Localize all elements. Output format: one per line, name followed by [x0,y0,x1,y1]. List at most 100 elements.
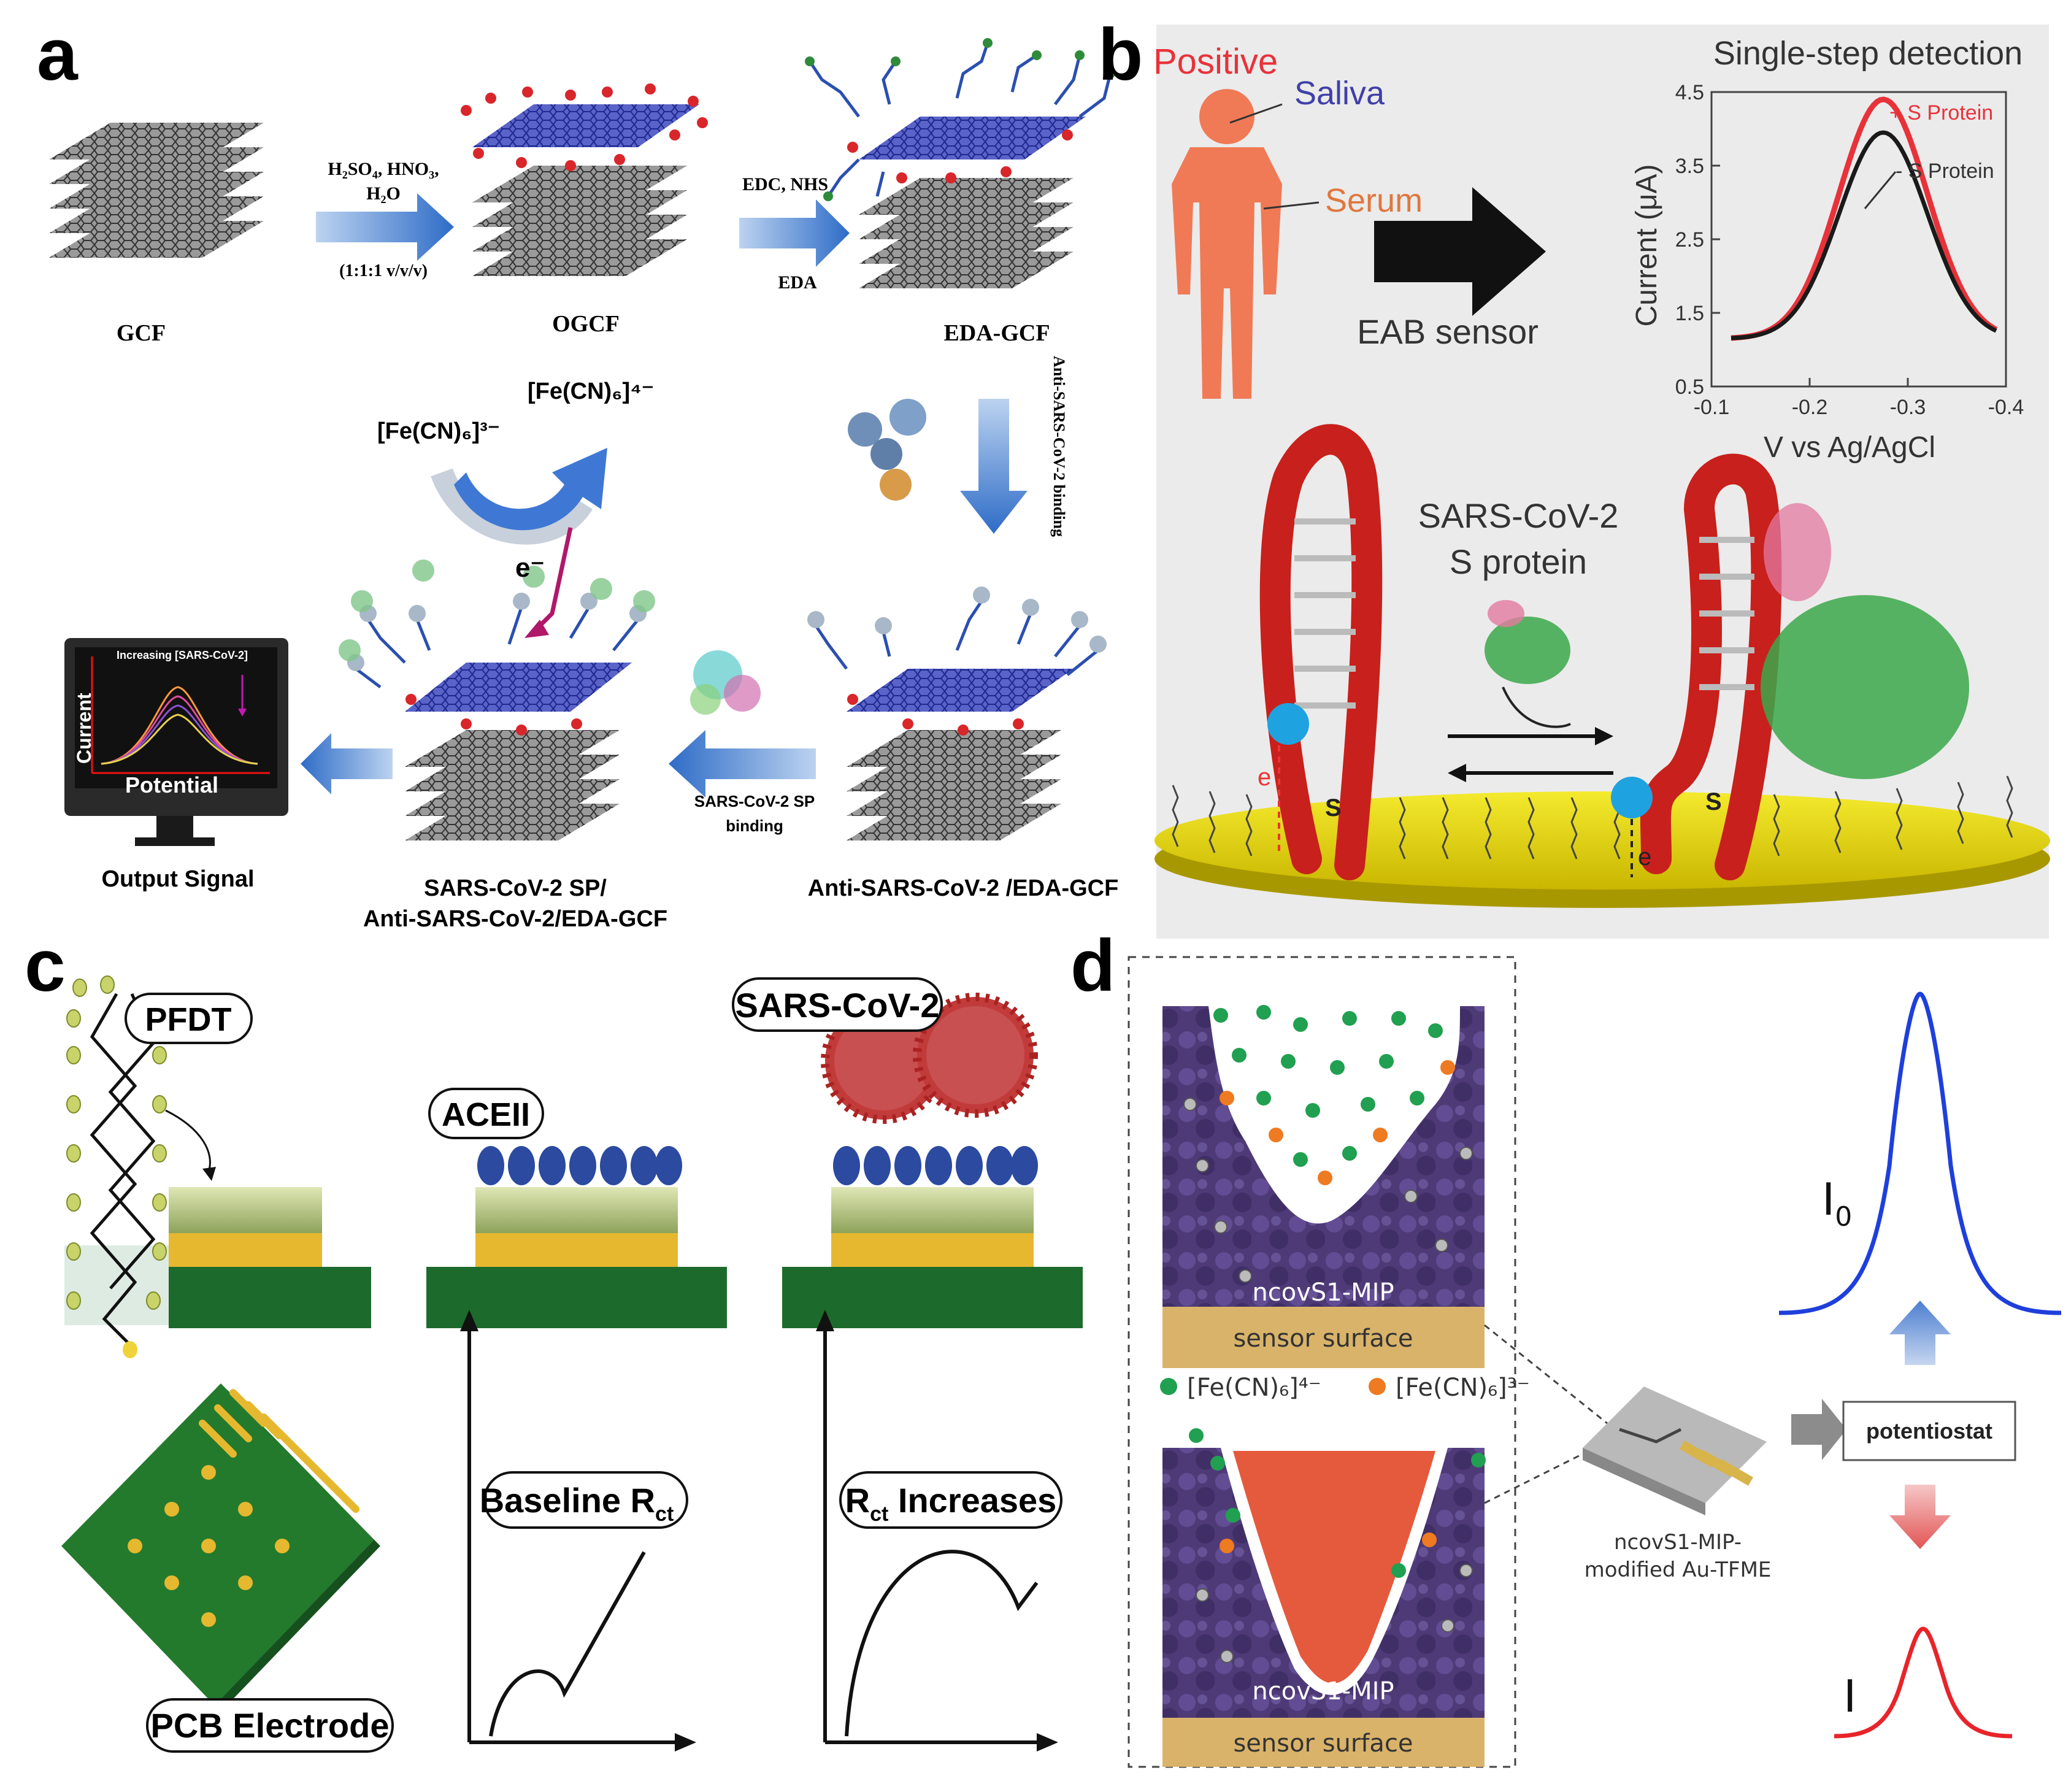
panel-d: d ncovS1-MIP sensor surface [Fe(CN)₆]⁴⁻ … [1070,925,2062,1768]
nyquist-increase-plot [816,1310,1058,1752]
x-tick-label: -0.1 [1694,396,1730,419]
gold-pad-2 [475,1233,678,1267]
pfdt-layer-3 [831,1187,1034,1233]
aceii-label: ACEII [442,1096,530,1133]
potentiostat-box [1842,1401,2016,1461]
surface-top-label: sensor surface [1233,1325,1413,1353]
monitor-xlabel: Potential [125,772,218,798]
eab-arrow [1374,187,1546,316]
arrow-eda-coupling [739,199,850,267]
electron-label-a: e⁻ [515,553,545,583]
mip-bottom-label: ncovS1-MIP [1252,1677,1394,1705]
antibody-icon [848,399,926,501]
baseline-label-box [483,1471,688,1529]
anti-sars-label: Anti-SARS-CoV-2 /EDA-GCF [808,875,1119,901]
monitor-ylabel: Current [73,693,95,764]
panel-a: a GCF H₂SO₄, HNO₃, H₂O (1:1:1 v/v/v) [37,13,1118,932]
arrow-sp-binding [669,730,816,798]
pcb-electrode-icon [61,1383,380,1712]
sars-label: SARS-CoV-2 [736,986,940,1025]
eda-gcf-label: EDA-GCF [943,320,1050,346]
nyquist-baseline-plot [460,1310,696,1752]
increases-label: Rct Increases [845,1481,1057,1526]
ratio-label: (1:1:1 v/v/v) [339,261,428,280]
aptamer-unbound [1259,424,1383,880]
x-tick-label: -0.4 [1988,396,2024,419]
aptamer-bound [1611,453,1969,880]
gcf-label: GCF [117,320,166,346]
arrow-output [301,733,393,794]
au-tfme-chip-icon [1583,1386,1767,1515]
ogcf-label: OGCF [552,311,620,337]
y-tick-label: 2.5 [1675,228,1704,252]
fe3-legend-label: [Fe(CN)₆]³⁻ [1396,1374,1530,1402]
x-tick-label: -0.3 [1890,396,1926,419]
serum-label: Serum [1325,182,1423,219]
edc-nhs-label: EDC, NHS [742,174,828,194]
fe4-legend-dot [1160,1378,1177,1395]
y-tick-label: 0.5 [1675,375,1704,399]
redox-cycle-arrow [454,448,607,531]
chip-label-2: modified Au-TFME [1585,1558,1772,1582]
s-protein-icon [1485,600,1570,684]
antibody-binding-label: Anti-SARS-CoV-2 binding [1050,356,1068,537]
panel-c: c PFDT ACEII [25,925,1083,1753]
saliva-label: Saliva [1294,75,1385,112]
pcb-base-2 [426,1267,727,1328]
template-sites-bottom [1196,1564,1473,1663]
series-line-minus-s-protein [1731,130,1997,340]
sensor-surface-bottom [1162,1718,1485,1767]
pfdt-layer-2 [475,1187,678,1233]
panel-c-letter: c [25,925,66,1007]
bound-target-protein [1233,1451,1435,1683]
pcb-base-3 [782,1267,1083,1328]
x-tick-label: -0.2 [1792,396,1828,419]
sars-protein-label-2: S protein [1450,542,1587,581]
electron-label-b: e [1258,764,1271,791]
electron-label-b2: e [1638,844,1651,871]
y-tick-label: 3.5 [1675,155,1704,178]
chart-xlabel: V vs Ag/AgCl [1764,431,1935,464]
aceii-label-box [428,1088,544,1139]
chart-title: Single-step detection [1713,35,2023,72]
potentiostat-label: potentiostat [1866,1418,1992,1444]
baseline-label: Baseline Rct [480,1481,674,1526]
peak-current-reduced [1834,1626,2013,1739]
fluorine-atoms [66,975,167,1310]
panel-b-letter: b [1098,13,1143,96]
gold-pad-3 [831,1233,1034,1267]
fe3-ions-bottom [1220,1532,1437,1553]
eda-reagent-label: EDA [778,272,817,293]
pfdt-layer-1 [169,1187,322,1233]
arrow-acid-treatment [316,193,454,261]
i-label: I [1843,1671,1856,1722]
chart-ylabel: Current (μA) [1631,164,1663,326]
pcb-base-1 [169,1267,371,1328]
chip-label-1: ncovS1-MIP- [1614,1530,1742,1555]
mip-top-label: ncovS1-MIP [1252,1279,1394,1307]
peak-current-initial [1778,991,2062,1315]
mip-zoom-box [1128,956,1516,1768]
y-tick-label: 4.5 [1675,81,1704,104]
sars-label-box [732,977,943,1032]
gold-pad-1 [169,1233,322,1267]
i0-label: I0 [1822,1174,1852,1232]
positive-label: Positive [1153,42,1278,82]
complex-label-1: SARS-CoV-2 SP/ [424,875,607,901]
sars-virions-icon [821,993,1038,1124]
pfdt-label: PFDT [145,1001,232,1038]
fe4-legend-label: [Fe(CN)₆]⁴⁻ [1187,1374,1321,1402]
eab-sensor-label: EAB sensor [1357,312,1539,351]
increases-label-box [839,1471,1062,1529]
anti-sars-stack [807,586,1107,840]
water-label: H₂O [366,183,401,204]
legend-minus-label: - S Protein [1896,160,1994,183]
acid-reagents-label: H₂SO₄, HNO₃, [328,159,439,179]
human-figure-icon [1172,89,1282,399]
redox-cycle-shadow [431,467,593,545]
voltammogram-chart: 0.51.52.53.54.5-0.1-0.2-0.3-0.4 [1675,81,2024,419]
fe3-ions-top [1220,1060,1455,1185]
panel-b: b Positive Saliva Serum EAB sensor Singl… [1098,13,2050,939]
monitor-icon [64,638,288,846]
